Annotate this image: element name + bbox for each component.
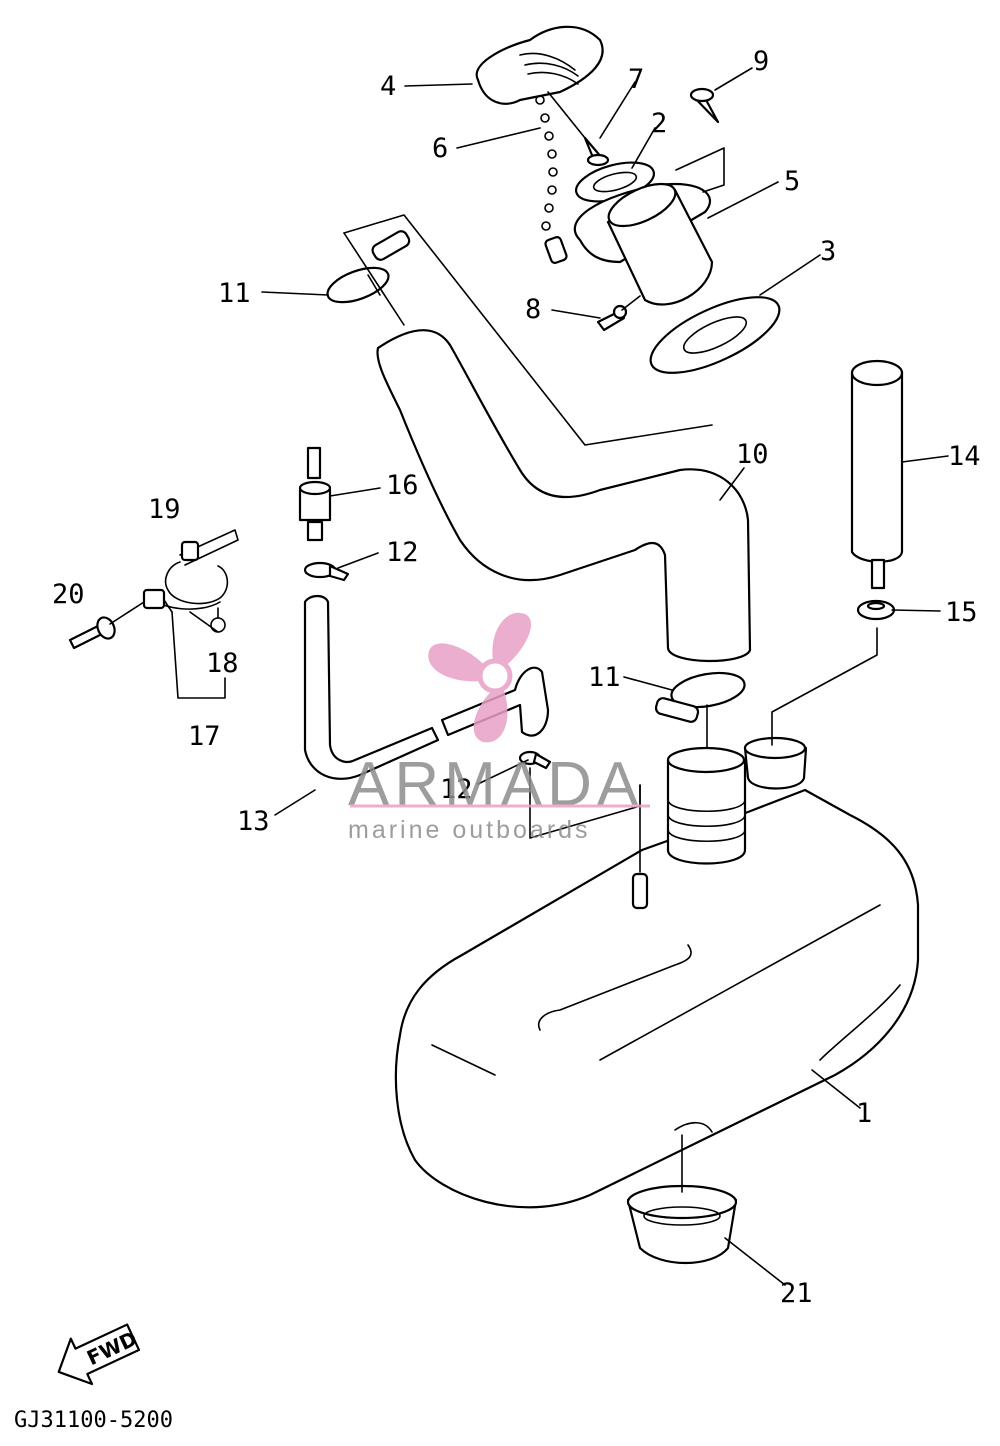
callout-12-lower: 12 <box>440 774 473 805</box>
callout-9: 9 <box>753 46 769 77</box>
check-valve <box>298 446 332 542</box>
callout-17: 17 <box>188 721 221 752</box>
callout-11-lower: 11 <box>588 662 621 693</box>
cap-chain <box>535 95 568 264</box>
callout-14: 14 <box>948 441 981 472</box>
screw-7 <box>583 136 610 167</box>
callout-6: 6 <box>432 133 448 164</box>
vent-pipe <box>850 359 904 590</box>
callout-8: 8 <box>525 294 541 325</box>
diagram-code: GJ31100-5200 <box>14 1408 173 1433</box>
filler-neck <box>666 746 747 865</box>
holder-bracket <box>142 561 229 613</box>
fuel-cap <box>475 25 604 105</box>
callout-19: 19 <box>148 494 181 525</box>
hose-clamp-lower <box>654 671 746 723</box>
filler-hose <box>376 329 752 663</box>
callout-20: 20 <box>52 579 85 610</box>
callout-13: 13 <box>237 806 270 837</box>
callout-7: 7 <box>628 64 644 95</box>
callout-3: 3 <box>820 236 836 267</box>
callout-16: 16 <box>386 470 419 501</box>
leader-lines <box>109 67 949 1286</box>
clip-18 <box>210 617 226 633</box>
callout-11-upper: 11 <box>218 278 251 309</box>
fuel-tank <box>394 788 920 1209</box>
callout-5: 5 <box>784 166 800 197</box>
callout-12-upper: 12 <box>386 537 419 568</box>
hose-clip-upper <box>303 561 350 582</box>
cable-tie <box>179 529 239 566</box>
callout-1: 1 <box>856 1098 872 1129</box>
callout-4: 4 <box>380 71 396 102</box>
gasket-3 <box>649 296 781 374</box>
rivet-20 <box>68 616 116 650</box>
filler-neck-assembly <box>573 182 714 306</box>
screw-9 <box>689 87 720 124</box>
propeller-icon <box>428 612 532 743</box>
washer-15 <box>856 599 896 621</box>
callout-21: 21 <box>780 1278 813 1309</box>
fwd-arrow: FWD <box>57 1323 141 1386</box>
watermark-brand: ARMADA <box>348 750 643 819</box>
watermark-tagline: marine outboards <box>348 816 591 844</box>
drain-cap <box>626 1134 738 1264</box>
callout-18: 18 <box>206 648 239 679</box>
callout-labels: 4 6 7 2 9 5 3 8 11 10 14 15 16 12 19 20 … <box>52 46 981 1309</box>
vent-neck <box>743 736 808 790</box>
callout-15: 15 <box>945 597 978 628</box>
callout-2: 2 <box>651 108 667 139</box>
watermark: ARMADA marine outboards <box>348 612 650 844</box>
callout-10: 10 <box>736 439 769 470</box>
